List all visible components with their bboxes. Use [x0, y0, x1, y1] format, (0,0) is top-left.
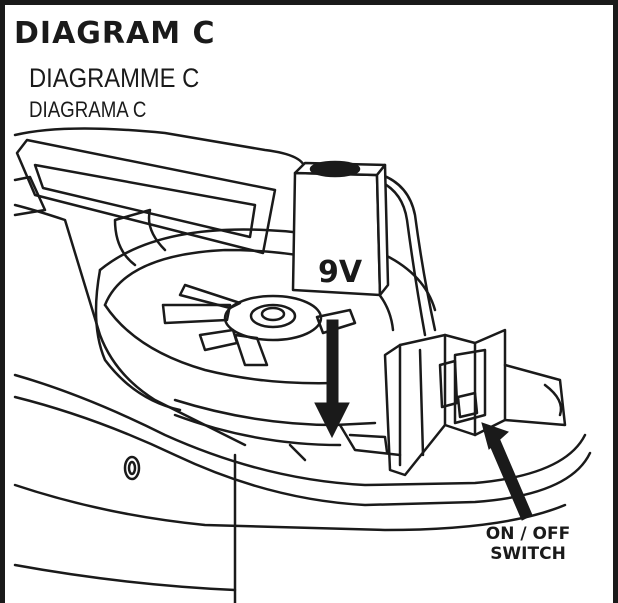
spinner-blade-front — [233, 333, 269, 367]
lid-tray — [15, 138, 277, 255]
switch-knob — [456, 391, 479, 419]
spinner-blade-right — [315, 308, 357, 335]
switch-callout-line2: SWITCH — [490, 544, 566, 564]
device-body-outline — [13, 127, 307, 172]
screw-hole — [123, 455, 141, 481]
device-front-rim — [13, 373, 587, 487]
switch-callout-line1: ON / OFF — [485, 524, 571, 544]
diagram-title: DIAGRAM C — [14, 16, 216, 51]
switch-pointer-arrow — [481, 422, 533, 521]
device-front-base — [13, 483, 567, 532]
diagram-subtitle-french: DIAGRAMME C — [29, 63, 200, 93]
diagram-subtitle-spanish: DIAGRAMA C — [29, 97, 147, 122]
battery-9v — [291, 160, 390, 297]
device-left-edge — [13, 203, 247, 447]
battery-terminal — [309, 160, 361, 178]
battery-label: 9V — [318, 255, 363, 290]
switch-callout: ON / OFF SWITCH — [463, 524, 593, 564]
device-illustration — [13, 127, 592, 603]
insert-arrow — [314, 319, 350, 439]
spinner-hub — [223, 294, 323, 342]
device-front-rim-inner — [13, 395, 592, 507]
spinner-blade-left — [161, 303, 232, 325]
spinner-blade-back — [178, 283, 242, 310]
